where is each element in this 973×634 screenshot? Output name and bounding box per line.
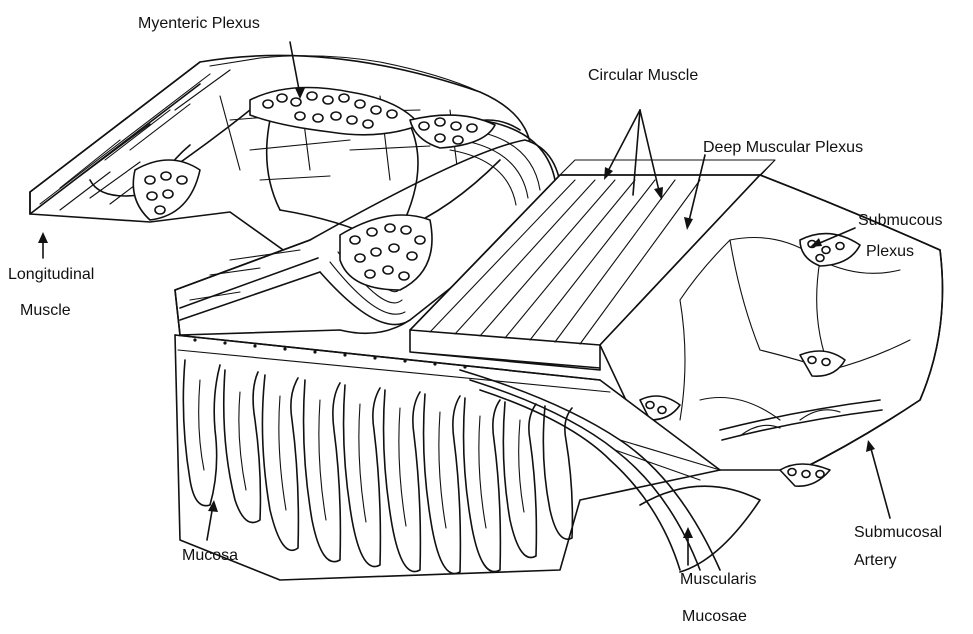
label-mucosa: Mucosa bbox=[182, 546, 238, 565]
label-longitudinal-muscle-line2: Muscle bbox=[20, 301, 71, 320]
label-circular-muscle: Circular Muscle bbox=[588, 66, 698, 85]
label-submucous-plexus-line1: Submucous bbox=[858, 211, 943, 230]
label-muscularis-mucosae-line1: Muscularis bbox=[680, 570, 756, 589]
label-submucosal-artery-line1: Submucosal bbox=[854, 523, 942, 542]
label-myenteric-plexus: Myenteric Plexus bbox=[138, 14, 260, 33]
label-submucous-plexus-line2: Plexus bbox=[866, 242, 914, 261]
label-submucosal-artery-line2: Artery bbox=[854, 551, 897, 570]
label-muscularis-mucosae-line2: Mucosae bbox=[682, 607, 747, 626]
label-longitudinal-muscle-line1: Longitudinal bbox=[8, 265, 94, 284]
label-deep-muscular-plexus: Deep Muscular Plexus bbox=[703, 138, 863, 157]
